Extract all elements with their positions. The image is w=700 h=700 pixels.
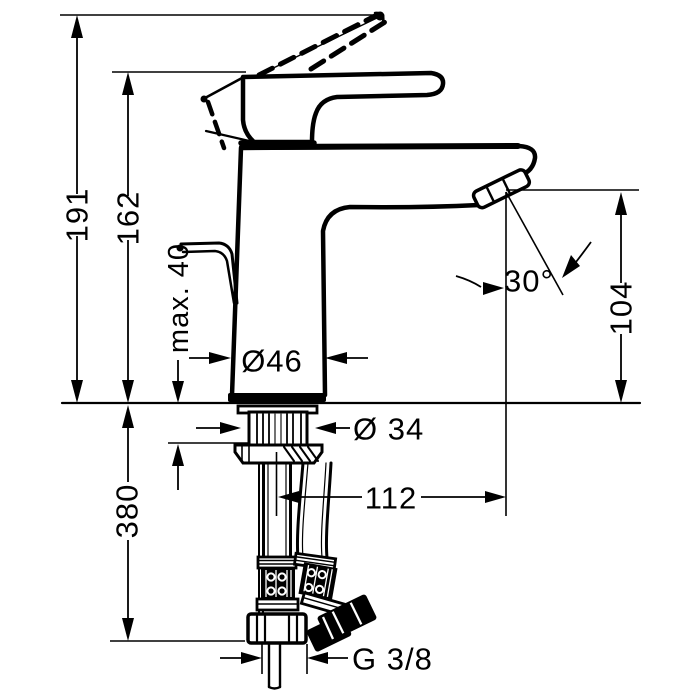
hose-connector-nut	[246, 612, 308, 645]
label-body-diameter: Ø46	[241, 344, 303, 379]
base-plate	[228, 393, 326, 402]
arrowhead	[615, 192, 627, 215]
handle-back-tip	[200, 95, 208, 103]
arrowhead	[122, 380, 134, 403]
dim-max-deck-thickness: max. 40	[163, 243, 195, 490]
arrowhead	[122, 72, 134, 95]
dim-body-top-height: 162	[111, 72, 146, 403]
dim-outlet-height: 104	[604, 192, 639, 403]
dim-spout-angle: 30°	[455, 191, 592, 299]
arrowhead	[220, 422, 241, 434]
hose-collar-top	[256, 555, 298, 570]
pop-up-rod-outer	[179, 241, 239, 305]
supply-hose-left	[246, 461, 308, 645]
label-hose-drop: 380	[110, 484, 145, 539]
arrowhead	[209, 352, 231, 364]
label-overall-height: 191	[60, 188, 95, 243]
handle-outline	[240, 70, 446, 145]
arrowhead	[483, 282, 504, 295]
mounting-nut	[233, 443, 324, 465]
arrowhead	[172, 444, 184, 466]
arrowhead	[307, 652, 328, 664]
label-outlet-height: 104	[604, 281, 639, 336]
faucet-top-edge	[239, 143, 521, 150]
open-handle-centerline	[262, 16, 380, 74]
dim-shank-diameter: Ø 34	[196, 412, 424, 447]
arrowhead	[122, 405, 134, 428]
open-handle-lower-dash	[308, 19, 388, 72]
handle-closed	[200, 70, 446, 146]
arrowhead	[241, 652, 262, 664]
tail-pipe	[267, 641, 282, 690]
label-spout-angle: 30°	[504, 264, 554, 299]
label-connection-thread: G 3/8	[352, 642, 433, 677]
label-shank-diameter: Ø 34	[353, 412, 424, 447]
arrowhead	[325, 352, 347, 364]
angle-slant-line	[505, 191, 564, 296]
arrowhead	[485, 491, 506, 503]
dim-hose-drop: 380	[110, 405, 145, 641]
spout-underside	[320, 202, 482, 398]
arrowhead	[122, 618, 134, 641]
angle-leader-left	[455, 275, 482, 288]
pop-up-rod	[176, 241, 239, 305]
handle-base-slant	[204, 129, 260, 145]
supply-hose-right	[292, 461, 377, 652]
threaded-shank	[247, 410, 309, 448]
dim-overall-height: 191	[60, 15, 95, 403]
label-spout-reach: 112	[365, 481, 417, 516]
handle-back-edge	[203, 76, 244, 100]
label-max-deck-thickness: max. 40	[163, 243, 195, 353]
dim-body-diameter: Ø46	[189, 344, 368, 379]
hose-braid	[261, 568, 295, 599]
open-handle-back-dash	[205, 99, 227, 151]
pop-up-rod-tip	[176, 244, 184, 252]
arrowhead	[172, 381, 184, 403]
faucet-body-fill	[232, 146, 536, 395]
faucet-body-outline	[229, 143, 538, 398]
arrowhead	[562, 255, 580, 278]
faucet-drawing	[176, 11, 538, 690]
label-body-top-height: 162	[111, 191, 146, 246]
arrowhead	[278, 491, 299, 503]
arrowhead	[315, 422, 336, 434]
aerator-seam-1	[485, 186, 495, 202]
pop-up-rod-inner	[181, 249, 236, 305]
dim-connection-thread: G 3/8	[220, 642, 433, 677]
arrowhead	[71, 15, 83, 38]
dimension-annotations: 191 162 max. 40 380	[60, 14, 642, 677]
dim-spout-reach: 112	[278, 481, 506, 516]
arrowhead	[71, 380, 83, 403]
arrowhead	[615, 380, 627, 403]
handle-open-dashed	[205, 11, 388, 151]
angle-leader-right	[575, 241, 592, 263]
